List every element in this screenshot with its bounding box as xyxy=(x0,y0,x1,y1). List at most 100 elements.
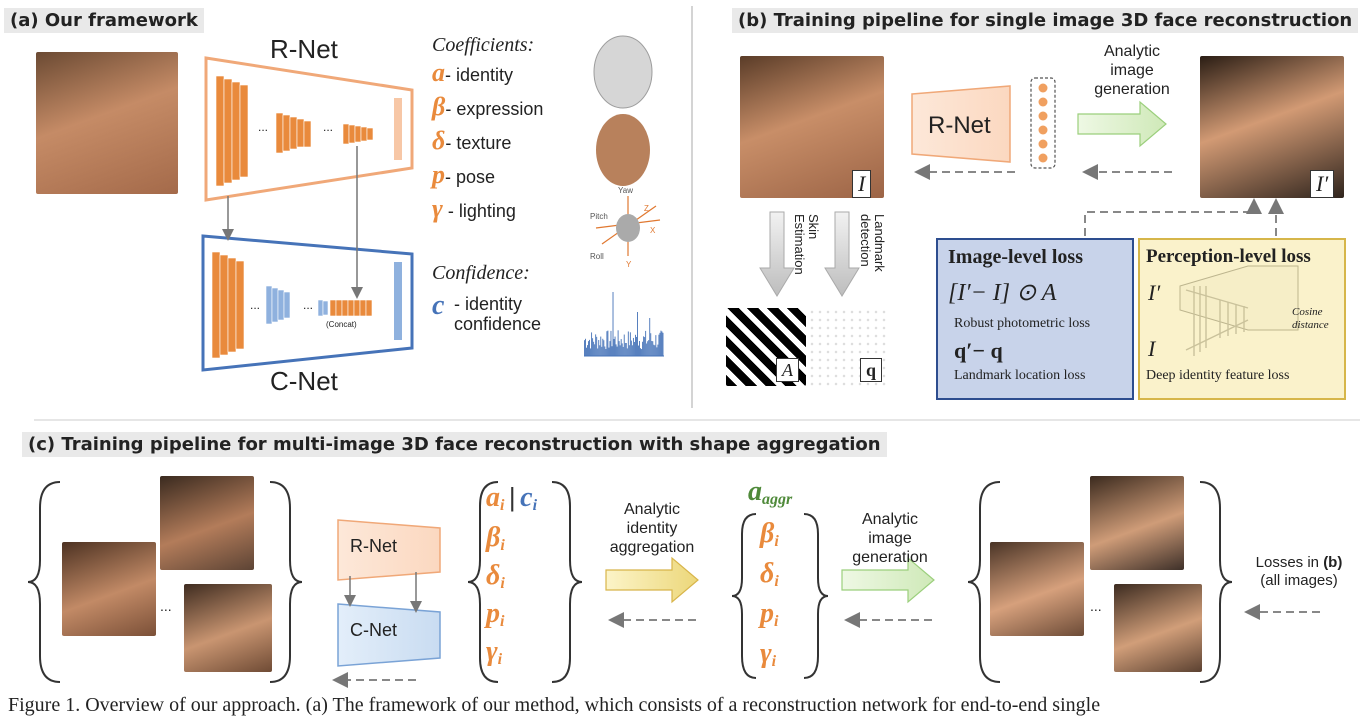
histogram-bar xyxy=(628,345,630,356)
a-3d-shape-face xyxy=(593,35,653,109)
c-aggr-delta: δi xyxy=(760,558,779,591)
section-a-title: (a) Our framework xyxy=(4,8,204,33)
b-input-letter: I xyxy=(852,170,872,198)
c-identity-aggregation-arrow xyxy=(605,556,699,604)
histogram-bar xyxy=(600,336,602,356)
section-c-title: (c) Training pipeline for multi-image 3D… xyxy=(22,432,887,457)
b-image-loss-title: Image-level loss xyxy=(948,246,1083,268)
histogram-bar xyxy=(630,340,632,356)
b-perception-level-loss-box: Perception-level loss I′ I Cosine distan… xyxy=(1138,238,1346,400)
coefficient-dot xyxy=(1038,83,1048,93)
histogram-bar xyxy=(597,348,599,356)
c-left-brace-open xyxy=(27,481,61,683)
b-landmark-caption: Landmark location loss xyxy=(954,368,1086,383)
histogram-bar xyxy=(656,347,658,356)
c-aggr-brace-close xyxy=(803,513,829,679)
coefficient-dot xyxy=(1038,97,1048,107)
b-coefficient-vector xyxy=(1030,77,1056,169)
histogram-bar xyxy=(648,340,650,356)
b-perception-input-bottom: I xyxy=(1148,336,1156,361)
b-output-letter: I′ xyxy=(1310,170,1335,198)
histogram-bar xyxy=(598,340,600,356)
histogram-bar xyxy=(623,334,625,356)
b-perception-caption: Deep identity feature loss xyxy=(1146,368,1290,383)
b-coefficient-dots xyxy=(1038,83,1048,163)
b-perception-title: Perception-level loss xyxy=(1146,246,1311,267)
c-left-brace-close xyxy=(269,481,303,683)
histogram-bar xyxy=(638,345,639,356)
b-landmark-label: Landmark detection xyxy=(858,214,887,272)
b-image-generation-arrow xyxy=(1077,100,1167,148)
histogram-bar xyxy=(617,330,619,356)
a-confidence-symbol: c xyxy=(432,290,445,321)
c-right-brace-close xyxy=(1199,481,1233,683)
a-cnet-layers xyxy=(211,251,402,359)
a-pose-pitch: Pitch xyxy=(590,212,608,221)
histogram-bar xyxy=(586,347,587,356)
a-ellipsis-2: ... xyxy=(323,120,334,134)
histogram-bar xyxy=(647,341,649,356)
histogram-bar xyxy=(615,344,617,356)
b-image-loss-caption: Robust photometric loss xyxy=(954,316,1091,331)
c-rnet-label: R-Net xyxy=(350,536,398,556)
histogram-bar xyxy=(614,336,616,356)
a-rnet-layers xyxy=(215,75,402,187)
histogram-bar xyxy=(633,341,635,356)
histogram-bar xyxy=(616,346,618,356)
c-image-generation-arrow xyxy=(841,556,935,604)
c-coef-brace-open xyxy=(467,481,499,683)
histogram-bar xyxy=(662,332,664,356)
a-ellipsis-4: ... xyxy=(303,298,314,312)
histogram-bar xyxy=(590,348,592,356)
a-ellipsis-1: ... xyxy=(258,120,269,134)
a-coef-expression: β- expression xyxy=(432,92,544,121)
histogram-bar xyxy=(619,345,621,356)
histogram-bar xyxy=(613,338,615,356)
c-losses-label: Losses in (b) (all images) xyxy=(1255,554,1343,589)
c-coefficient-stack: ai | ci βi δi pi γi xyxy=(486,482,566,674)
b-perception-box-bg xyxy=(1140,240,1344,398)
histogram-bar xyxy=(606,331,608,356)
histogram-bar xyxy=(608,347,610,356)
c-aggregated-identity: aaggr xyxy=(748,476,793,509)
a-pose-z: Z xyxy=(644,204,649,213)
b-landmark-arrow xyxy=(824,211,860,297)
histogram-bar xyxy=(631,345,633,356)
c-input-face-1 xyxy=(160,476,254,570)
histogram-bar xyxy=(591,332,593,356)
histogram-bar xyxy=(627,331,629,356)
a-rnet-label: R-Net xyxy=(270,34,338,64)
a-confidence-label: - identity confidence xyxy=(454,294,542,334)
c-aggr-brace-open xyxy=(731,513,757,679)
histogram-bar xyxy=(661,331,663,356)
c-aggr-p: pi xyxy=(760,598,779,631)
b-skin-label: Skin Estimation xyxy=(792,214,821,275)
b-skin-arrow xyxy=(759,211,795,297)
c-identity-aggregation-label: Analytic identity aggregation xyxy=(609,501,695,556)
a-pose-y: Y xyxy=(626,260,632,269)
c-cnet-trapezoid xyxy=(337,603,441,667)
histogram-bar xyxy=(625,342,627,356)
histogram-bar xyxy=(601,346,603,356)
b-image-level-loss-box: Image-level loss [I′− I] ⊙ A Robust phot… xyxy=(936,238,1134,400)
a-confidence-heading: Confidence: xyxy=(432,262,530,284)
c-aggr-beta: βi xyxy=(760,518,779,551)
histogram-bar xyxy=(607,330,609,356)
histogram-bar xyxy=(640,348,641,356)
histogram-bar xyxy=(626,348,628,356)
c-ellipsis-left: ... xyxy=(160,598,172,614)
histogram-bar xyxy=(658,334,660,356)
histogram-bar xyxy=(651,340,653,356)
histogram-bar xyxy=(632,337,634,356)
histogram-bar xyxy=(637,312,638,356)
c-rnet-trapezoid xyxy=(337,519,441,581)
b-cosine-label: Cosine distance xyxy=(1292,306,1329,331)
a-pose-yaw: Yaw xyxy=(618,186,633,195)
histogram-bar xyxy=(629,332,631,356)
histogram-bar xyxy=(599,345,601,356)
a-coef-lighting: γ - lighting xyxy=(432,194,516,223)
coefficient-dot xyxy=(1038,139,1048,149)
b-mask-letter: A xyxy=(776,358,799,382)
histogram-bar xyxy=(652,341,654,356)
histogram-bar xyxy=(649,318,651,356)
